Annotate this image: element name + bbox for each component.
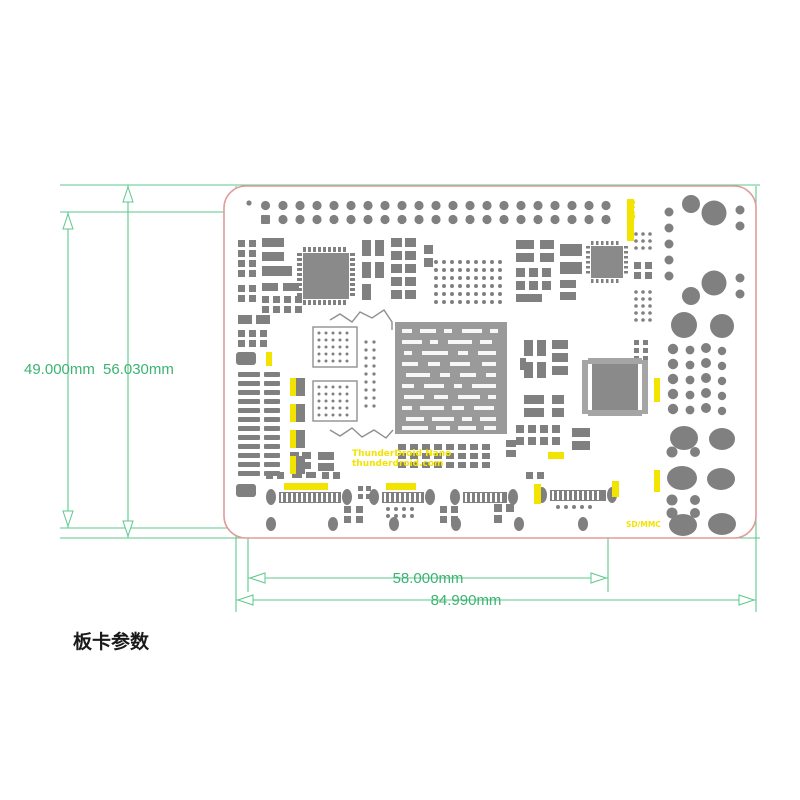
header-pad-array-top xyxy=(246,200,611,225)
dimension-arrowheads xyxy=(62,185,756,606)
silk-mark-right-low xyxy=(654,470,660,492)
via-field-left-of-soc xyxy=(364,340,376,408)
bottom-smd-scatter xyxy=(266,472,544,523)
via-dot-columns-right xyxy=(634,232,652,361)
silk-mark-bottom-1 xyxy=(284,483,328,490)
caption-board-parameters: 板卡参数 xyxy=(73,630,150,653)
silk-mark-left-top xyxy=(266,352,272,366)
silk-mark-left-4 xyxy=(290,456,296,474)
silk-label-gpio: GPIO xyxy=(628,199,637,220)
fpc-connector-2 xyxy=(369,489,435,518)
dimension-label-49mm: 49.000mm xyxy=(24,361,95,378)
silk-mark-corner xyxy=(612,481,619,497)
fpc-connector-1 xyxy=(266,489,352,505)
qfn-chip-right-center xyxy=(582,358,648,416)
silk-mark-right-mid xyxy=(654,378,660,402)
silkscreen-text: ThunderDroid Nano thunderdroid.com SD/MM… xyxy=(352,199,661,529)
socket-outlines-left xyxy=(312,326,358,422)
fpc-connector-3 xyxy=(450,489,518,505)
silk-mark-bottom-3 xyxy=(534,484,541,504)
dimension-label-56mm: 56.030mm xyxy=(103,361,174,378)
qfp-chip-upper-right xyxy=(586,241,628,283)
silk-mark-left-3 xyxy=(290,430,296,448)
left-edge-pad-column xyxy=(236,352,305,497)
smd-cluster-upper-right xyxy=(516,240,582,302)
smd-cluster-top-left xyxy=(238,238,302,347)
qfp-chip-main xyxy=(297,247,355,305)
silk-mark-bottom-2 xyxy=(386,483,416,490)
mech-keepout-outline-lower xyxy=(329,427,394,439)
silk-mark-left-2 xyxy=(290,404,296,422)
right-edge-pads xyxy=(664,195,745,536)
dimension-labels: 49.000mm 56.030mm 58.000mm 84.990mm xyxy=(24,361,501,609)
bottom-connectors xyxy=(266,472,617,531)
silk-mark-soc-right xyxy=(548,452,564,459)
passives-under-soc xyxy=(398,444,490,468)
passives-low-right xyxy=(506,358,526,457)
silk-mark-right-gpio xyxy=(627,199,634,241)
mech-keepout-outline xyxy=(329,309,393,330)
bga-dot-matrix-upper xyxy=(434,260,502,304)
silkscreen-highlights xyxy=(266,199,660,504)
dimension-label-85mm: 84.990mm xyxy=(431,592,502,609)
silk-brand-line2: thunderdroid.com xyxy=(352,459,443,469)
passives-mid-right xyxy=(516,340,590,450)
dimension-label-58mm: 58.000mm xyxy=(393,570,464,587)
silk-label-sd-mmc: SD/MMC xyxy=(626,520,661,529)
silk-brand-line1: ThunderDroid Nano xyxy=(352,449,451,459)
passive-field-top-center xyxy=(362,238,433,300)
pcb-artwork xyxy=(236,195,745,536)
silk-mark-left-1 xyxy=(290,378,296,396)
main-soc-bga xyxy=(395,322,507,434)
